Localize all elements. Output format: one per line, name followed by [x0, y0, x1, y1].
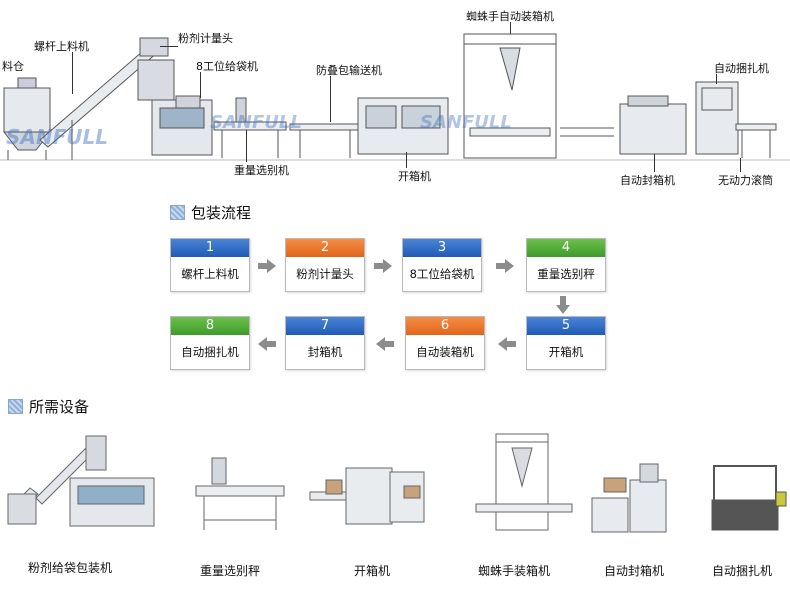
- equipment-section-title: 所需设备: [8, 396, 89, 417]
- arrow-right-icon: [258, 259, 276, 273]
- flow-step-number: 3: [403, 239, 481, 257]
- erector-machine: [357, 97, 449, 155]
- label-powder-head: 粉剂计量头: [178, 32, 233, 45]
- arrow-right-icon: [496, 259, 514, 273]
- equipment-label: 粉剂给袋包装机: [28, 561, 113, 575]
- flow-step-5: 5 开箱机: [526, 316, 606, 370]
- bag-machine: [137, 59, 213, 156]
- flow-step-7: 7 封箱机: [285, 316, 365, 370]
- flow-step-number: 1: [171, 239, 249, 257]
- flow-step-number: 6: [406, 317, 484, 335]
- arrow-down-icon: [556, 296, 570, 314]
- sealer-machine: [619, 95, 687, 155]
- watermark-logo-3: SANFULL: [420, 112, 512, 133]
- flow-step-number: 5: [527, 317, 605, 335]
- checkweigher-machine: [213, 97, 287, 158]
- label-screw-feeder: 螺杆上料机: [34, 40, 89, 53]
- equipment-label: 开箱机: [354, 564, 391, 578]
- flow-step-label: 粉剂计量头: [296, 267, 354, 281]
- flow-step-3: 3 8工位给袋机: [402, 238, 482, 292]
- eq-strapper-picture: [711, 465, 787, 531]
- label-bag-machine: 8工位给袋机: [196, 60, 258, 73]
- arrow-left-icon: [376, 337, 394, 351]
- spider-packer-machine: [463, 33, 614, 159]
- hopper-machine: [2, 77, 52, 160]
- label-sealer: 自动封箱机: [620, 174, 675, 187]
- label-checkweigher: 重量选别机: [234, 164, 289, 177]
- roller-machine: [735, 123, 777, 158]
- eq-sealer-picture: [591, 463, 667, 533]
- flow-title-text: 包装流程: [191, 204, 252, 222]
- flow-step-label: 自动装箱机: [416, 345, 474, 359]
- label-spider: 蜘蛛手自动装箱机: [466, 10, 554, 23]
- label-conveyor: 防叠包输送机: [316, 64, 382, 77]
- eq-erector-picture: [309, 467, 425, 525]
- flow-section-title: 包装流程: [170, 202, 251, 223]
- eq-checkweigher-picture: [195, 457, 285, 530]
- flow-step-8: 8 自动捆扎机: [170, 316, 250, 370]
- equipment-label: 自动捆扎机: [712, 564, 773, 578]
- flow-step-label: 开箱机: [548, 345, 584, 359]
- eq-bag-machine-picture: [7, 435, 155, 527]
- flow-step-number: 2: [286, 239, 364, 257]
- watermark-logo-2: SANFULL: [210, 112, 302, 133]
- watermark-logo: SANFULL: [6, 125, 109, 149]
- section-square-icon: [8, 399, 23, 414]
- section-square-icon: [170, 205, 185, 220]
- flow-step-6: 6 自动装箱机: [405, 316, 485, 370]
- flow-step-number: 4: [527, 239, 605, 257]
- arrow-left-icon: [498, 337, 516, 351]
- equipment-pictures: [7, 433, 787, 533]
- label-hopper: 料仓: [2, 60, 24, 73]
- equipment-label: 自动封箱机: [604, 564, 665, 578]
- flow-step-label: 8工位给袋机: [409, 267, 475, 281]
- label-roller: 无动力滚筒: [718, 174, 773, 187]
- equipment-title-text: 所需设备: [29, 398, 90, 416]
- strapper-machine: [695, 81, 739, 155]
- eq-spider-picture: [475, 433, 573, 531]
- label-strapper: 自动捆扎机: [714, 62, 769, 75]
- flow-step-number: 8: [171, 317, 249, 335]
- label-erector: 开箱机: [398, 170, 431, 183]
- arrow-left-icon: [258, 337, 276, 351]
- flow-step-number: 7: [286, 317, 364, 335]
- flow-step-2: 2 粉剂计量头: [285, 238, 365, 292]
- screw-feeder-machine: [39, 37, 169, 160]
- equipment-label: 蜘蛛手装箱机: [478, 564, 551, 578]
- flow-step-label: 自动捆扎机: [181, 345, 239, 359]
- arrow-right-icon: [374, 259, 392, 273]
- flow-step-label: 封箱机: [307, 345, 343, 359]
- flow-step-label: 螺杆上料机: [181, 267, 239, 281]
- flow-step-1: 1 螺杆上料机: [170, 238, 250, 292]
- flow-step-label: 重量选别秤: [537, 267, 595, 281]
- production-line-drawing: [0, 33, 790, 161]
- flow-step-4: 4 重量选别秤: [526, 238, 606, 292]
- equipment-label: 重量选别秤: [200, 564, 261, 578]
